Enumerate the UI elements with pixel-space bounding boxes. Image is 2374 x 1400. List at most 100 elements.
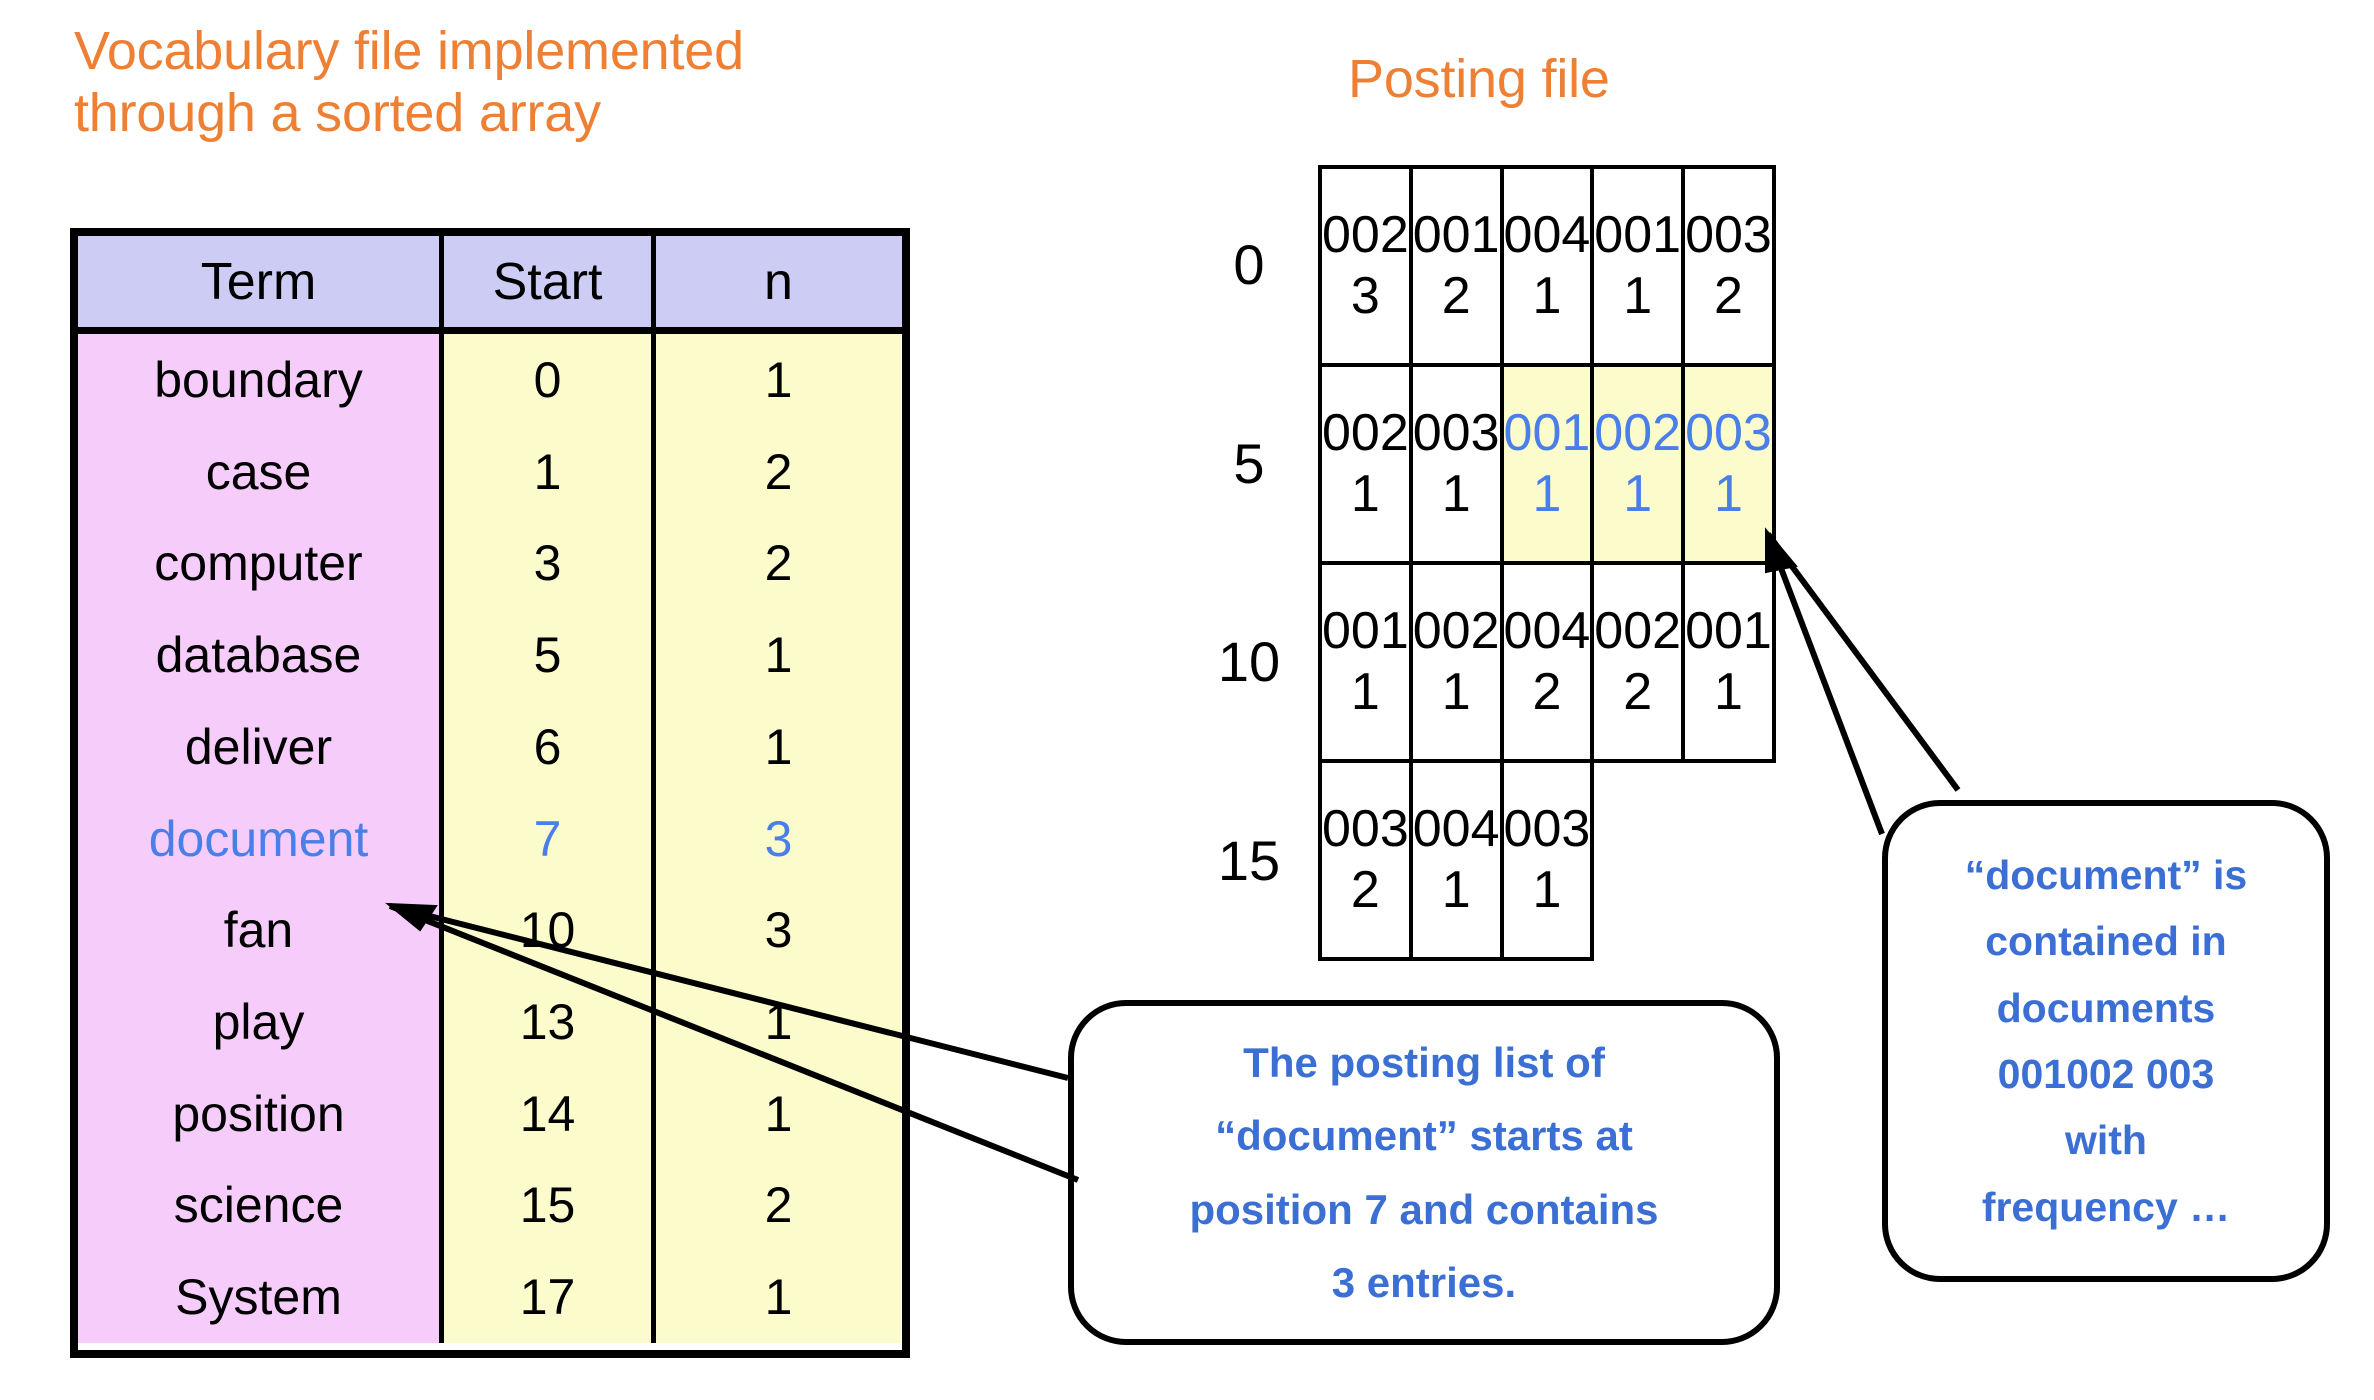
posting-cell-docid: 002 (1594, 403, 1682, 462)
posting-cell-frequency: 1 (1441, 465, 1471, 523)
posting-row-index: 10 (1217, 630, 1281, 694)
column-header-n: n (764, 252, 793, 311)
posting-cell-docid: 004 (1503, 601, 1591, 660)
vocabulary-start-cell: 0 (533, 351, 562, 408)
posting-cell-docid: 004 (1503, 205, 1591, 264)
vocabulary-term-cell: document (148, 810, 369, 867)
arrow-posting-cell-to-document-callout-second (1765, 532, 1961, 792)
posting-cell-docid: 001 (1594, 205, 1682, 264)
vocabulary-n-cell: 1 (764, 627, 793, 684)
vocabulary-start-cell: 15 (519, 1177, 576, 1234)
posting-cell-frequency: 1 (1713, 465, 1743, 523)
vocabulary-term-column: boundary case computer database deliver docum… (78, 334, 444, 1343)
posting-cell-frequency: 1 (1713, 663, 1743, 721)
vocabulary-n-cell: 1 (764, 1085, 793, 1142)
posting-cell-docid: 002 (1412, 601, 1500, 660)
posting-cell-frequency: 2 (1441, 267, 1471, 325)
posting-cell-docid: 002 (1322, 403, 1409, 462)
vocabulary-term-cell: computer (154, 535, 363, 592)
vocabulary-n-cell: 1 (764, 718, 793, 775)
column-header-start: Start (444, 236, 656, 327)
posting-cell-docid: 001 (1685, 601, 1772, 660)
callout-document-contained: “document” is contained in documents 001… (1882, 800, 2330, 1282)
vocabulary-n-cell: 2 (764, 443, 793, 500)
vocabulary-start-cell: 10 (519, 902, 576, 959)
arrow-posting-cell-to-document-callout (1765, 527, 1885, 836)
vocabulary-term-cell: science (173, 1177, 344, 1234)
column-header-term: Term (78, 236, 444, 327)
posting-cell-docid: 003 (1503, 799, 1591, 858)
vocabulary-title: Vocabulary file implemented through a so… (74, 21, 744, 144)
vocabulary-n-cell: 3 (764, 902, 793, 959)
vocabulary-start-cell: 1 (533, 443, 562, 500)
posting-cell-docid: 003 (1685, 205, 1772, 264)
posting-cell-frequency: 1 (1441, 663, 1471, 721)
vocabulary-term-cell: play (212, 994, 305, 1050)
posting-cell-frequency: 1 (1350, 663, 1380, 721)
posting-cell-empty (1592, 761, 1683, 959)
posting-cell-frequency: 3 (1350, 267, 1380, 325)
posting-cell-docid: 001 (1322, 601, 1409, 660)
posting-cell-frequency: 1 (1532, 267, 1562, 325)
posting-cell-docid: 002 (1594, 601, 1682, 660)
vocabulary-n-cell: 3 (764, 810, 793, 867)
vocabulary-term-cell: deliver (184, 718, 333, 775)
posting-cell-frequency: 2 (1350, 861, 1380, 919)
posting-cell-docid: 001 (1412, 205, 1500, 264)
vocabulary-term-cell: boundary (154, 351, 363, 408)
vocabulary-start-cell: 6 (533, 718, 562, 775)
vocabulary-start-cell: 17 (519, 1269, 576, 1326)
vocabulary-term-cell: fan (223, 902, 294, 959)
vocabulary-term-cell: case (205, 443, 312, 500)
vocabulary-n-cell: 1 (764, 1269, 793, 1326)
posting-cell-frequency: 1 (1623, 465, 1653, 523)
posting-cell-frequency: 2 (1713, 267, 1743, 325)
vocabulary-table-body: boundary case computer database deliver docum… (78, 334, 902, 1343)
vocabulary-term-cell: System (175, 1269, 342, 1326)
vocabulary-n-cell: 2 (764, 1177, 793, 1234)
vocabulary-n-cell: 1 (764, 351, 793, 408)
posting-cell-docid: 004 (1412, 799, 1500, 858)
posting-cell-frequency: 2 (1623, 663, 1653, 721)
posting-cell-frequency: 1 (1532, 465, 1562, 523)
vocabulary-start-cell: 13 (519, 994, 576, 1050)
vocabulary-n-column: 1 2 2 1 1 3 3 1 1 2 1 (656, 334, 901, 1343)
posting-file-title: Posting file (1348, 49, 1610, 109)
vocabulary-table-header: Term Start n (78, 236, 902, 334)
vocabulary-start-cell: 7 (533, 810, 562, 867)
callout-posting-list: The posting list of “document” starts at… (1068, 1000, 1780, 1345)
posting-cell-docid: 003 (1322, 799, 1409, 858)
vocabulary-term-cell: database (155, 627, 362, 684)
posting-cell-frequency: 2 (1532, 663, 1562, 721)
vocabulary-n-cell: 2 (764, 535, 793, 592)
posting-cell-docid: 003 (1685, 403, 1772, 462)
vocabulary-start-cell: 3 (533, 535, 562, 592)
posting-cell-frequency: 1 (1441, 861, 1471, 919)
posting-cell-frequency: 1 (1532, 861, 1562, 919)
vocabulary-start-cell: 14 (519, 1085, 576, 1142)
posting-row-index: 0 (1233, 232, 1265, 296)
vocabulary-table: Term Start n boundary case computer databas… (70, 228, 910, 1358)
posting-cell-frequency: 1 (1350, 465, 1380, 523)
vocabulary-n-cell: 1 (764, 994, 793, 1050)
